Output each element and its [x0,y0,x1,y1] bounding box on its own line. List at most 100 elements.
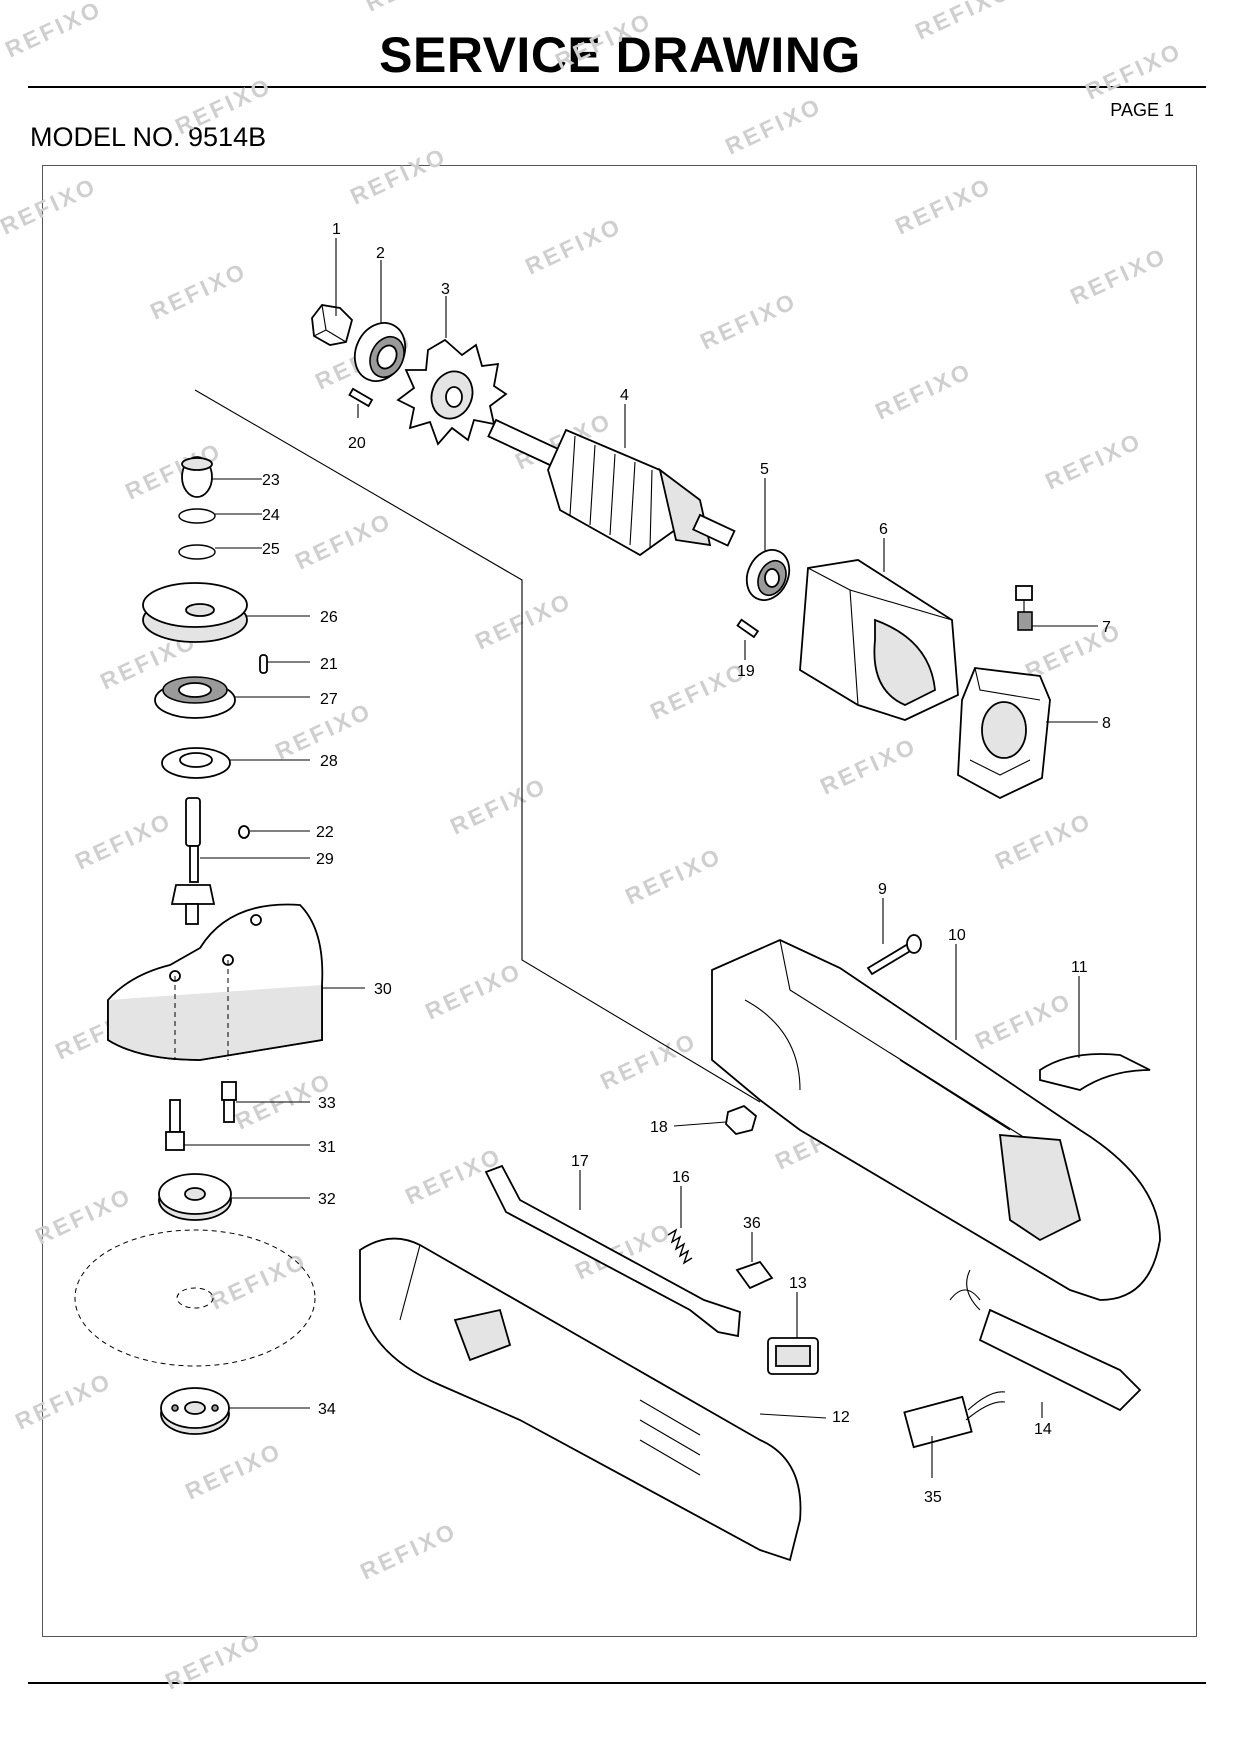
watermark-text: REFIXO [621,842,726,909]
watermark-text: REFIXO [911,0,1016,45]
part-pin-20 [348,387,374,408]
callout-28: 28 [320,753,338,770]
callout-33: 33 [318,1095,336,1112]
part-retainer [311,304,354,346]
watermark-text: REFIXO [181,1437,286,1504]
callout-24: 24 [262,507,280,524]
watermark-text: REFIXO [171,72,276,139]
assembly-guide-line [194,389,761,1103]
part-armature [487,418,736,557]
part-cord-guard [949,1269,1142,1412]
watermark-text: REFIXO [11,1367,116,1434]
callout-9: 9 [878,881,887,898]
part-bevel-gear [142,582,248,643]
guard-screw-guides [174,960,229,1060]
callout-10: 10 [948,927,966,944]
watermark-text: REFIXO [596,1027,701,1094]
part-o-ring [178,508,216,524]
callout-31: 31 [318,1139,336,1156]
part-switch [767,1337,819,1375]
part-ball-bearing-spindle [154,676,236,719]
callout-7: 7 [1102,619,1111,636]
watermark-text: REFIXO [446,772,551,839]
callout-27: 27 [320,691,338,708]
part-screw-33 [221,1081,237,1123]
part-ball-bearing-top [353,322,407,382]
watermark-text: REFIXO [291,507,396,574]
part-motor-housing [711,939,1161,1301]
grinding-wheel-bore [176,1287,214,1309]
watermark-text: REFIXO [521,212,626,279]
part-brush-holder [957,667,1051,800]
watermark-text: REFIXO [551,7,656,74]
watermark-text: REFIXO [356,1517,461,1584]
part-needle-bearing [181,456,213,498]
part-pin-21 [259,654,268,674]
part-field [799,559,959,721]
drawing-frame [42,165,1197,1637]
callout-32: 32 [318,1191,336,1208]
watermark-text: REFIXO [1,0,106,63]
watermark-text: REFIXO [0,172,101,239]
watermark-text: REFIXO [71,807,176,874]
watermark-text: REFIXO [31,1182,136,1249]
callout-13: 13 [789,1275,807,1292]
watermark-text: REFIXO [871,357,976,424]
callout-3: 3 [441,281,450,298]
callout-5: 5 [760,461,769,478]
watermark-text: REFIXO [206,1247,311,1314]
callout-leaders [184,238,1098,1478]
part-lock-nut [160,1387,230,1435]
callout-4: 4 [620,387,629,404]
callout-6: 6 [879,521,888,538]
callout-20: 20 [348,435,366,452]
page-title: SERVICE DRAWING [379,27,861,83]
header-rule [28,86,1206,88]
callout-34: 34 [318,1401,336,1418]
watermark-text: REFIXO [161,1627,266,1694]
part-pin-19 [736,618,760,639]
part-retaining-ring [178,544,216,560]
part-name-plate [1039,1053,1151,1091]
watermark-text: REFIXO [421,957,526,1024]
part-inner-flange [158,1173,232,1221]
callout-17: 17 [571,1153,589,1170]
footer-rule [28,1682,1206,1684]
part-ball-bearing-armature [745,549,791,601]
watermark-text: REFIXO [646,657,751,724]
callout-1: 1 [332,221,341,238]
part-key-22 [238,825,250,839]
watermark-text: REFIXO [1066,242,1171,309]
part-fan [396,338,508,446]
watermark-text: REFIXO [991,807,1096,874]
callout-14: 14 [1034,1421,1052,1438]
watermark-text: REFIXO [146,257,251,324]
callout-16: 16 [672,1169,690,1186]
watermark-text: REFIXO [721,92,826,159]
part-block [735,1260,774,1290]
callout-12: 12 [832,1409,850,1426]
callout-19: 19 [737,663,755,680]
grinding-wheel-outline [74,1229,316,1367]
watermark-text: REFIXO [471,587,576,654]
callout-30: 30 [374,981,392,998]
callout-11: 11 [1071,959,1088,976]
callout-26: 26 [320,609,338,626]
part-compression-spring [667,1228,693,1265]
watermark-text: REFIXO [816,732,921,799]
callout-2: 2 [376,245,385,262]
callout-29: 29 [316,851,334,868]
part-switch-lever [484,1164,741,1338]
part-screw-9 [866,934,922,976]
watermark-text: REFIXO [1041,427,1146,494]
watermark-text: REFIXO [696,287,801,354]
callout-18: 18 [650,1119,668,1136]
part-housing [359,1237,802,1562]
callout-23: 23 [262,472,280,489]
watermark-text: REFIXO [891,172,996,239]
watermark-text: REFIXO [361,0,466,17]
watermark-text: REFIXO [1081,37,1186,104]
page-number: PAGE 1 [1110,100,1174,120]
watermark-text: REFIXO [971,987,1076,1054]
